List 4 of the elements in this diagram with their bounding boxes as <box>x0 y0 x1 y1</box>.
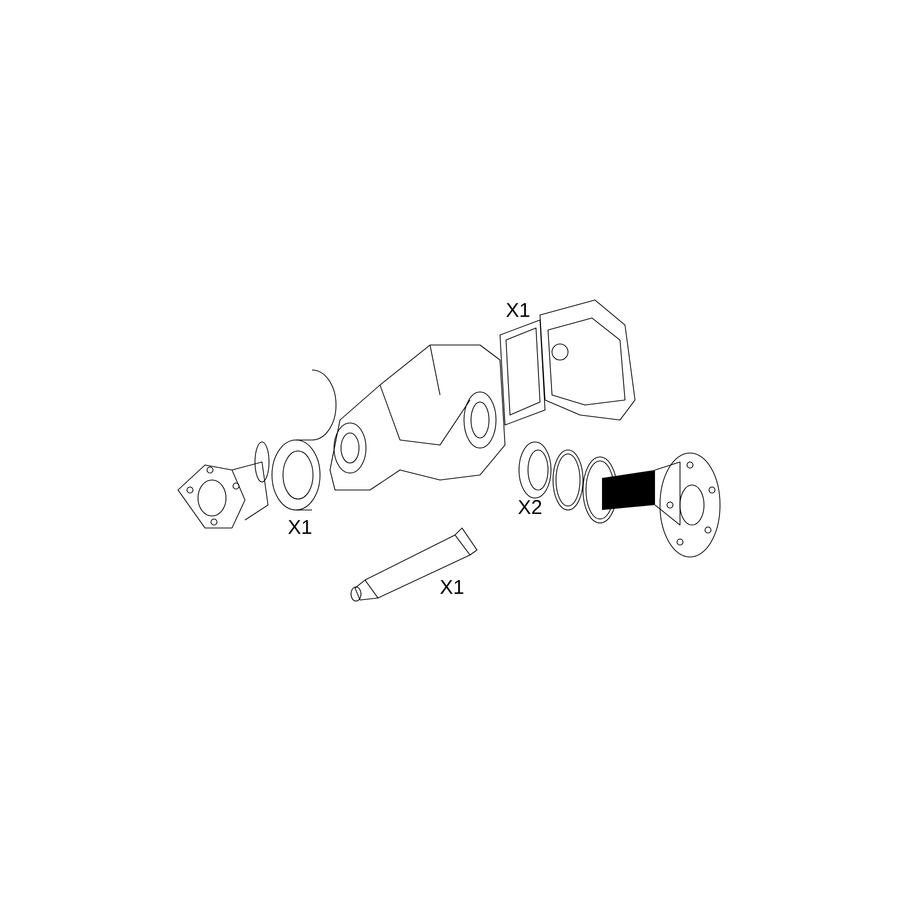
quantity-label: X2 <box>518 500 542 514</box>
quantity-label: X1 <box>506 303 530 317</box>
quantity-label: X1 <box>440 580 464 594</box>
quantity-label: X1 <box>288 520 312 534</box>
